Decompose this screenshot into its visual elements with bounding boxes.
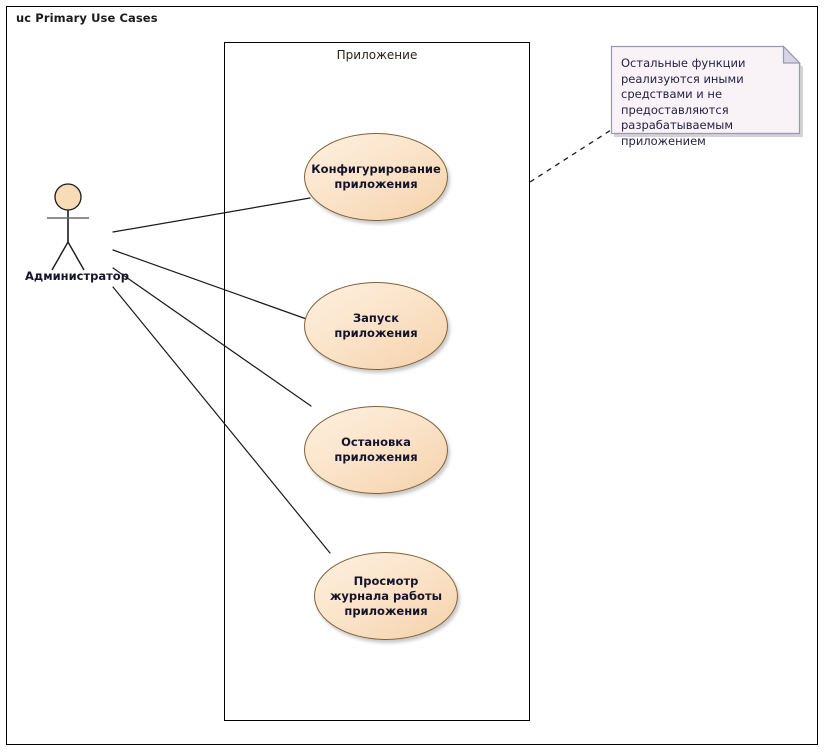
note-text: Остальные функции реализуются иными сред… [621,56,746,148]
note-shape [610,45,803,137]
actor-label: Администратор [25,269,129,283]
actor-figure[interactable] [40,178,100,273]
actor-right-leg-icon [67,241,85,271]
actor-left-leg-icon [51,241,69,271]
use-case-start-label: Запуск приложения [334,311,418,340]
frame-title-label: uc Primary Use Cases [7,7,188,28]
use-case-configure-label: Конфигурирование приложения [311,162,441,191]
use-case-view-log-label: Просмотр журнала работы приложения [329,573,443,618]
actor-head-icon [54,183,82,211]
note-annotation[interactable]: Остальные функции реализуются иными сред… [610,45,803,148]
note-fold-corner-icon [782,45,801,64]
use-case-start[interactable]: Запуск приложения [304,282,448,370]
use-case-view-log[interactable]: Просмотр журнала работы приложения [314,552,458,640]
use-case-configure[interactable]: Конфигурирование приложения [304,133,448,221]
system-boundary-label: Приложение [336,48,418,62]
use-case-stop-label: Остановка приложения [334,435,418,464]
use-case-stop[interactable]: Остановка приложения [304,406,448,494]
